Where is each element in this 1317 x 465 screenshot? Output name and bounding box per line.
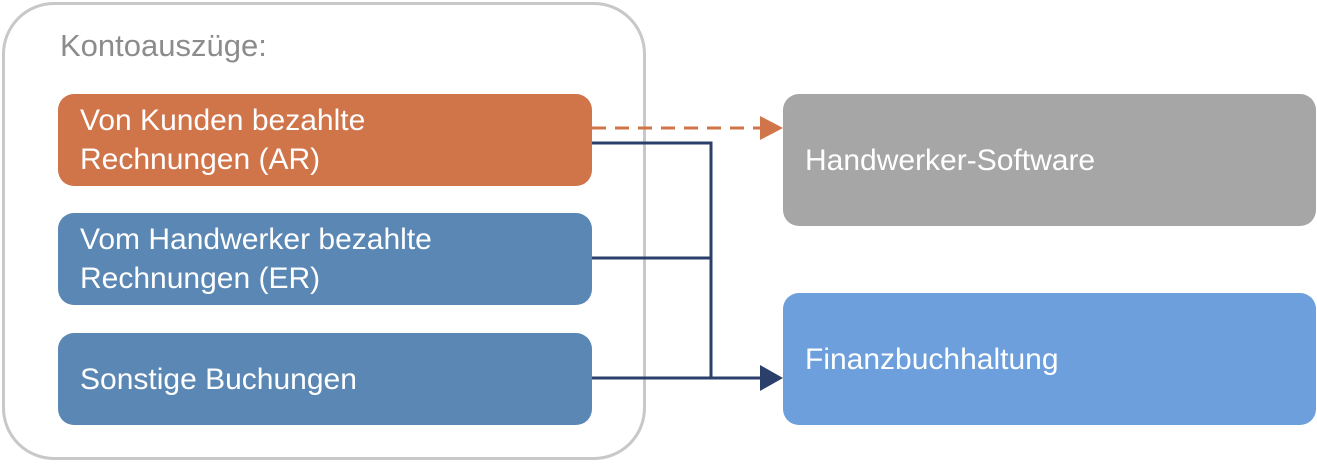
source-ar-line1: Von Kunden bezahlte [80, 104, 366, 137]
target-fibu-label: Finanzbuchhaltung [805, 342, 1059, 376]
target-box-software: Handwerker-Software [783, 94, 1316, 226]
source-box-ar: Von Kunden bezahlte Rechnungen (AR) [58, 94, 592, 186]
arrowhead-fibu [760, 365, 783, 391]
source-ar-line2: Rechnungen (AR) [80, 143, 321, 176]
kontoauszuege-group [2, 2, 646, 460]
group-title: Kontoauszüge: [60, 28, 267, 63]
target-box-fibu: Finanzbuchhaltung [783, 293, 1316, 425]
source-box-other: Sonstige Buchungen [58, 333, 592, 425]
connector-ar-to-fibu [592, 141, 713, 378]
source-other-label: Sonstige Buchungen [80, 362, 357, 396]
source-er-line1: Vom Handwerker bezahlte [80, 223, 432, 256]
source-er-line2: Rechnungen (ER) [80, 262, 321, 295]
target-software-label: Handwerker-Software [805, 143, 1096, 177]
source-box-er: Vom Handwerker bezahlte Rechnungen (ER) [58, 213, 592, 305]
arrowhead-software [760, 116, 783, 140]
